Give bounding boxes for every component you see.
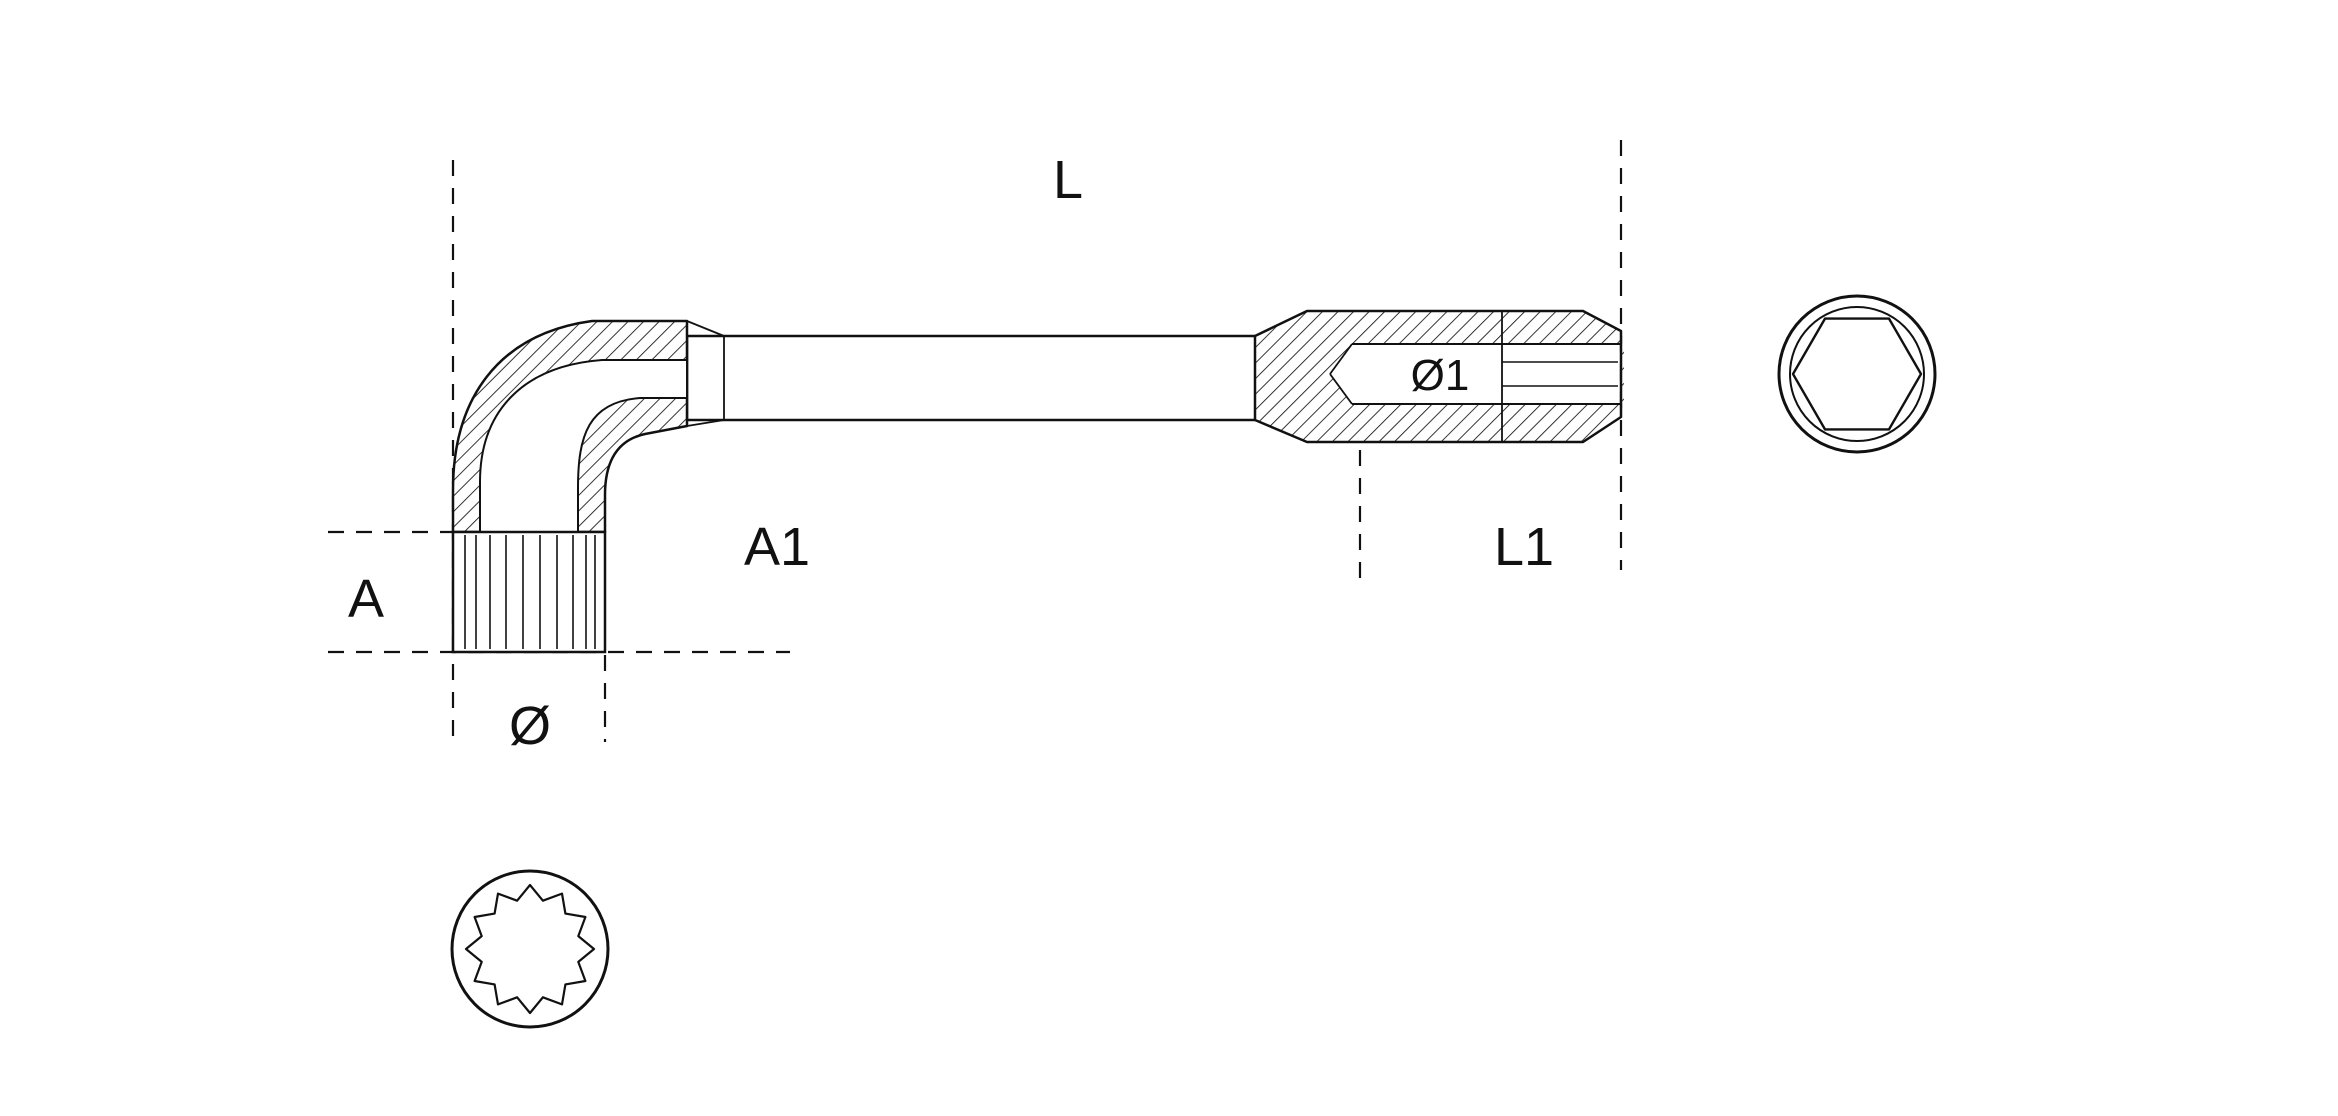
label-diameter1: Ø1 <box>1411 351 1470 400</box>
label-a1: A1 <box>744 517 810 577</box>
wrench-body: Ø1 <box>451 309 1624 654</box>
hex-socket-cross-section <box>1777 294 1937 454</box>
label-overall-length: L <box>1053 150 1083 210</box>
cross-sections <box>450 294 1937 1029</box>
right-socket-bore-lines <box>1329 311 1621 442</box>
label-diameter: Ø <box>509 696 551 756</box>
label-a: A <box>348 569 384 629</box>
elbow-bore-channel <box>479 359 688 533</box>
bottom-socket-splines <box>464 535 596 649</box>
shaft-taper-top <box>686 320 725 337</box>
twelve-point-bore-profile <box>464 883 596 1015</box>
dimension-labels: L A A1 Ø L1 <box>348 150 1554 756</box>
bottom-socket-end <box>451 530 607 654</box>
right-socket-outline <box>1253 309 1623 444</box>
label-l1: L1 <box>1494 517 1554 577</box>
bore-cone-bottom <box>1329 373 1353 405</box>
twelve-point-socket-cross-section <box>450 869 610 1029</box>
bore-cone-top <box>1329 343 1353 375</box>
hex-bore-profile <box>1791 317 1923 431</box>
shaft-taper-bottom <box>686 419 725 427</box>
wrench-shaft <box>685 334 1265 422</box>
